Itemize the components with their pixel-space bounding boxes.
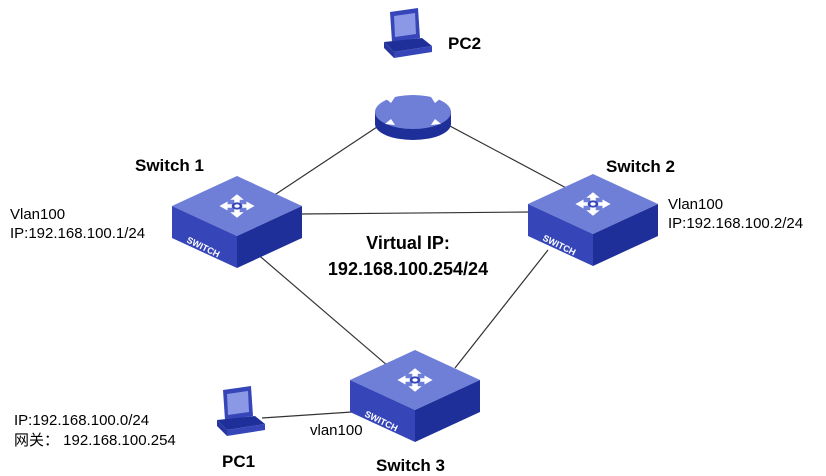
pc2-icon[interactable] <box>384 8 432 58</box>
switch2-label: Switch 2 <box>606 157 675 176</box>
switch1-label: Switch 1 <box>135 156 204 175</box>
switch2-ip: IP:192.168.100.2/24 <box>668 215 804 232</box>
pc1-gateway: 网关： 192.168.100.254 <box>14 432 176 449</box>
pc1-label: PC1 <box>222 452 256 471</box>
link-pc1-switch3 <box>261 411 353 419</box>
link-switch1-switch2 <box>299 211 533 215</box>
switch2-icon[interactable]: SWITCH <box>528 174 658 266</box>
switch2-vlan: Vlan100 <box>668 196 724 213</box>
link-switch1-switch3 <box>254 251 396 373</box>
virtual-ip-title: Virtual IP: <box>366 233 450 253</box>
pc1-port-label: vlan100 <box>310 422 363 439</box>
virtual-ip-block: Virtual IP: 192.168.100.254/24 <box>318 230 498 282</box>
links <box>254 124 571 419</box>
router-icon[interactable] <box>375 95 451 140</box>
pc1-icon[interactable] <box>217 386 265 436</box>
link-switch2-switch3 <box>454 249 549 369</box>
switch1-icon[interactable]: SWITCH <box>172 176 302 268</box>
link-router-switch2 <box>447 124 571 191</box>
link-router-switch1 <box>269 124 381 199</box>
virtual-ip-address: 192.168.100.254/24 <box>327 259 489 279</box>
pc2-label: PC2 <box>448 34 482 53</box>
switch3-icon[interactable]: SWITCH <box>350 350 480 442</box>
switch1-ip: IP:192.168.100.1/24 <box>10 225 146 242</box>
pc1-ip: IP:192.168.100.0/24 <box>14 412 150 429</box>
switch3-label: Switch 3 <box>376 456 445 475</box>
switch1-vlan: Vlan100 <box>10 206 66 223</box>
